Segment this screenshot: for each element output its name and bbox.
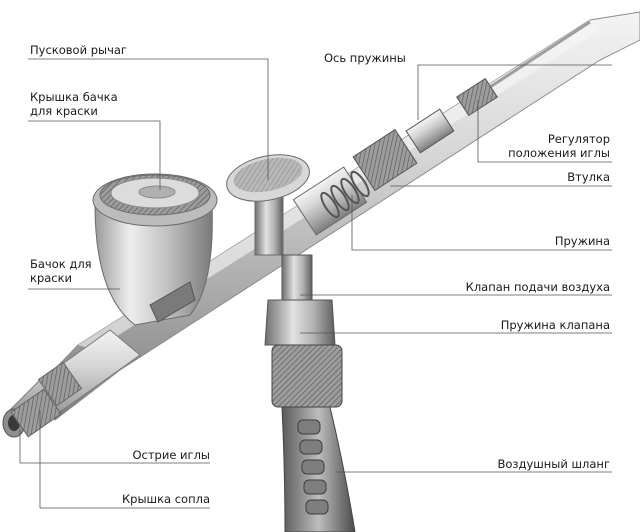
label-valve-spring: Пружина клапана [500,318,610,332]
label-needle-adjuster: Регулятор положения иглы [508,132,610,160]
label-nozzle-cap: Крышка сопла [122,492,210,506]
label-air-hose: Воздушный шланг [497,457,610,471]
label-cup-lid: Крышка бачка для краски [30,90,118,118]
label-spring: Пружина [554,234,610,248]
label-spring-axis: Ось пружины [324,51,406,65]
label-air-valve: Клапан подачи воздуха [465,280,610,294]
rear-mechanism [292,77,498,236]
label-needle-tip: Острие иглы [132,448,210,462]
leader-lines [19,58,612,509]
paint-cup-graphic [92,173,218,326]
label-bushing: Втулка [567,170,610,184]
valve-hose-graphic [264,254,356,532]
label-trigger: Пусковой рычаг [30,43,127,57]
nozzle-assembly [2,361,83,438]
label-paint-cup: Бачок для краски [30,257,92,285]
